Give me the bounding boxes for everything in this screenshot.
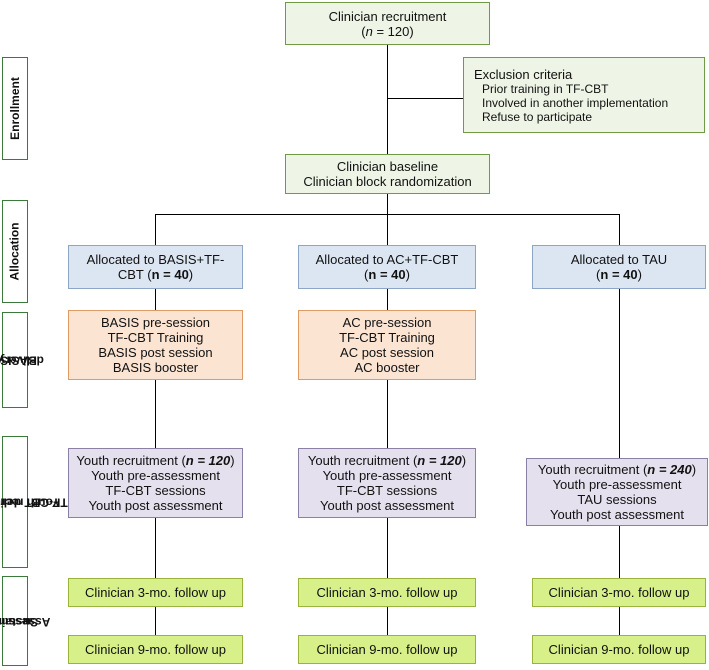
exclusion-item: Prior training in TF-CBT	[482, 81, 609, 96]
clinician-baseline-box: Clinician baseline Clinician block rando…	[285, 154, 490, 194]
connector-main-top	[387, 44, 388, 155]
followup9-basis-box: Clinician 9-mo. follow up	[68, 635, 243, 664]
connector-arm1-top	[155, 214, 156, 246]
connector-exclusion	[387, 98, 463, 99]
stage-basis-ac-delivery: BASIS/AC delivery	[0, 312, 45, 408]
stage-youth-label: Youth recruitment TF-CBT delivery	[0, 495, 68, 510]
allocation-basis-box: Allocated to BASIS+TF- CBT (n = 40)	[68, 245, 243, 289]
stage-basis-ac-label: BASIS/AC delivery	[0, 353, 45, 368]
clinician-recruitment-box: Clinician recruitment (n = 120)	[285, 2, 490, 45]
connector-arm2-top	[387, 214, 388, 246]
followup9-ac-box: Clinician 9-mo. follow up	[298, 635, 476, 664]
allocation-ac-box: Allocated to AC+TF-CBT (n = 40)	[298, 245, 476, 289]
ac-delivery-box: AC pre-session TF-CBT Training AC post s…	[298, 310, 476, 380]
youth-basis-box: Youth recruitment (n = 120) Youth pre-as…	[68, 448, 243, 518]
recruitment-n: (n = 120)	[361, 23, 414, 39]
stage-enrollment-label: Enrollment	[7, 77, 22, 140]
connector-arm3-top	[619, 214, 620, 246]
stage-sustainment-label: Sustainment Assessment s	[0, 614, 51, 629]
followup3-basis-box: Clinician 3-mo. follow up	[68, 578, 243, 607]
stage-allocation: Allocation	[2, 200, 28, 303]
youth-tau-box: Youth recruitment (n = 240) Youth pre-as…	[526, 458, 708, 526]
followup3-tau-box: Clinician 3-mo. follow up	[532, 578, 706, 607]
allocation-tau-box: Allocated to TAU (n = 40)	[532, 245, 706, 289]
stage-enrollment: Enrollment	[2, 57, 28, 160]
stage-sustainment: Sustainment Assessment s	[0, 576, 50, 666]
followup9-tau-box: Clinician 9-mo. follow up	[532, 635, 706, 664]
followup3-ac-box: Clinician 3-mo. follow up	[298, 578, 476, 607]
youth-ac-box: Youth recruitment (n = 120) Youth pre-as…	[298, 448, 476, 518]
exclusion-title: Exclusion criteria	[474, 66, 573, 82]
stage-allocation-label: Allocation	[7, 222, 22, 281]
basis-delivery-box: BASIS pre-session TF-CBT Training BASIS …	[68, 310, 243, 380]
stage-youth-delivery: Youth recruitment TF-CBT delivery	[0, 436, 68, 568]
exclusion-item: Refuse to participate	[482, 109, 593, 124]
exclusion-item: Involved in another implementation	[482, 95, 669, 110]
connector-main-split	[387, 193, 388, 215]
exclusion-criteria-box: Exclusion criteria Prior training in TF-…	[463, 57, 705, 133]
